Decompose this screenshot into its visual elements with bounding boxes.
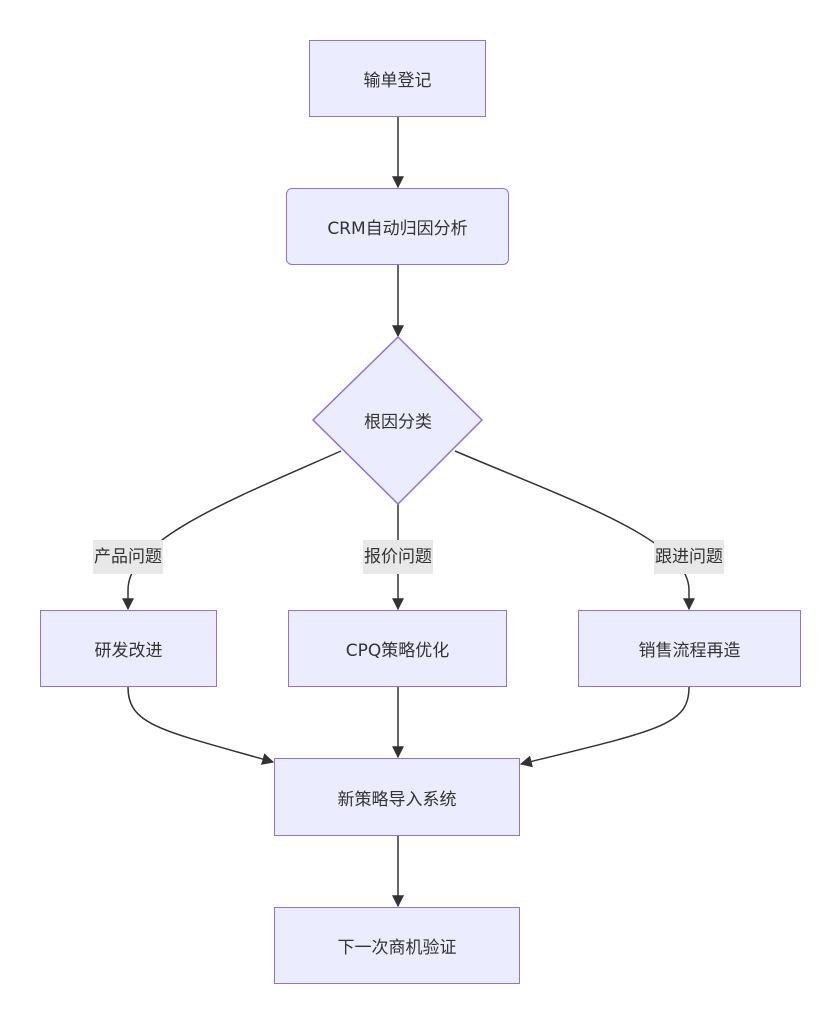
node-crm-label: CRM自动归因分析 <box>327 219 468 239</box>
node-verify[interactable]: 下一次商机验证 <box>274 907 520 984</box>
node-sales[interactable]: 销售流程再造 <box>578 610 801 687</box>
node-rnd[interactable]: 研发改进 <box>40 610 217 687</box>
node-crm[interactable]: CRM自动归因分析 <box>286 188 509 265</box>
node-sales-label: 销售流程再造 <box>638 641 741 661</box>
edge-label-pricing: 报价问题 <box>363 540 433 574</box>
edge-classify-rnd <box>122 450 342 611</box>
node-import-label: 新策略导入系统 <box>337 789 457 810</box>
node-register-label: 输单登记 <box>363 71 432 91</box>
edge-label-followup: 跟进问题 <box>654 540 724 574</box>
node-classify-label: 根因分类 <box>364 412 432 433</box>
node-classify-diamond[interactable] <box>311 335 484 506</box>
node-cpq[interactable]: CPQ策略优化 <box>288 610 507 687</box>
edge-classify-sales <box>454 450 695 611</box>
node-verify-label: 下一次商机验证 <box>337 938 457 958</box>
edge-label-product: 产品问题 <box>93 540 163 574</box>
edge-sales-import <box>519 686 690 768</box>
node-rnd-label: 研发改进 <box>94 641 163 661</box>
node-import[interactable]: 新策略导入系统 <box>274 758 520 836</box>
node-cpq-label: CPQ策略优化 <box>345 641 450 661</box>
node-register[interactable]: 输单登记 <box>309 40 486 117</box>
edge-rnd-import <box>127 686 275 765</box>
